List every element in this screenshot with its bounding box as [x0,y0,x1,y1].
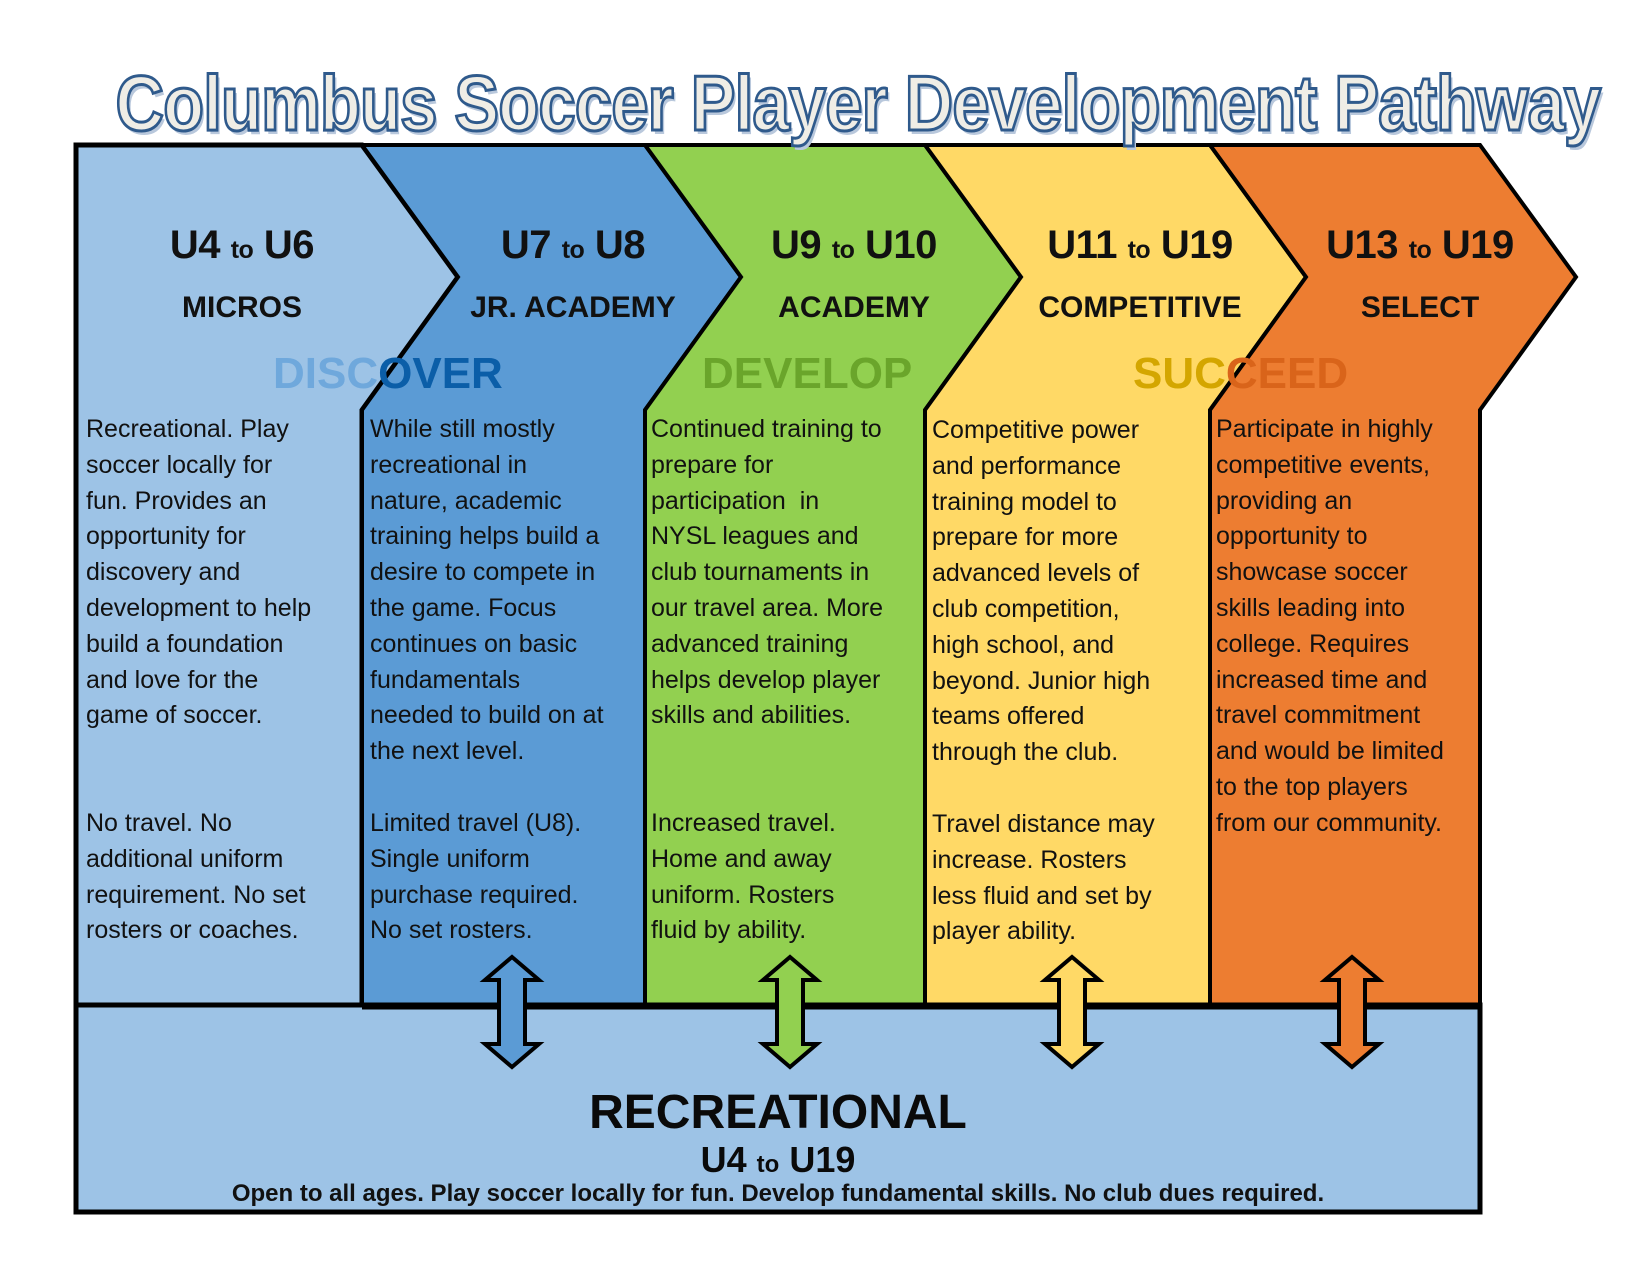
age-from: U13 [1326,223,1399,267]
age-to-word: to [230,236,254,264]
stage-travel-micros: No travel. No additional uniform require… [86,809,306,945]
stage-description-micros: Recreational. Play soccer locally for fu… [86,415,312,730]
stage-age-range: U4 to U6 [142,222,342,273]
stage-name: ACADEMY [778,291,930,324]
recreational-age-range: U4 to U19 [76,1140,1480,1185]
age-to: U19 [1160,223,1233,267]
double-arrow-shape [479,954,545,1070]
phase-label-develop: DEVELOP [702,349,912,399]
phase-label-succeed: SUCCEED [1133,349,1348,399]
stage-header-micros: U4 to U6 MICROS [142,222,342,325]
age-to-word: to [561,236,585,264]
age-to-word: to [1408,236,1432,264]
double-arrow-shape [1319,954,1385,1070]
age-to-word: to [1127,236,1151,264]
stage-age-range: U11 to U19 [1020,222,1260,273]
recreational-description: Open to all ages. Play soccer locally fo… [231,1180,1325,1207]
phase-word-part: CEED [1225,349,1349,398]
stage-header-academy: U9 to U10 ACADEMY [744,222,964,325]
age-to: U8 [594,223,646,267]
phase-label-discover: DISCOVER [273,349,503,399]
stage-header-select: U13 to U19 SELECT [1310,222,1530,325]
phase-word-part: OVER [378,349,503,398]
stage-age-range: U9 to U10 [744,222,964,273]
age-to: U19 [1441,223,1514,267]
age-to: U6 [263,223,315,267]
stage-description-jr-academy: While still mostly recreational in natur… [370,415,604,766]
stage-name: MICROS [182,291,302,324]
stage-age-range: U7 to U8 [458,222,688,273]
age-from: U11 [1047,223,1117,267]
age-to-word: to [756,1151,780,1178]
stage-description-competitive: Competitive power and performance traini… [932,416,1151,767]
page-title: Columbus Soccer Player Development Pathw… [114,58,1602,149]
age-to-word: to [831,236,855,264]
phase-word-part: DEVELOP [702,349,913,398]
double-arrow-icon [757,954,823,1070]
double-arrow-icon [1319,954,1385,1070]
age-from: U4 [169,223,221,267]
double-arrow-shape [1039,954,1105,1070]
recreational-title: RECREATIONAL [589,1086,967,1139]
age-from: U7 [500,223,552,267]
stage-description-select: Participate in highly competitive events… [1216,415,1444,837]
stage-travel-jr-academy: Limited travel (U8). Single uniform purc… [370,809,582,945]
stage-travel-academy: Increased travel. Home and away uniform.… [651,809,836,945]
stage-name: SELECT [1360,291,1480,324]
age-to: U10 [865,223,937,267]
stage-age-range: U13 to U19 [1310,222,1530,273]
stage-header-jr-academy: U7 to U8 JR. ACADEMY [458,222,688,325]
stage-travel-competitive: Travel distance may increase. Rosters le… [932,810,1155,946]
double-arrow-icon [1039,954,1105,1070]
age-from: U9 [771,223,822,267]
double-arrow-icon [479,954,545,1070]
stage-name: JR. ACADEMY [470,291,676,324]
stage-header-competitive: U11 to U19 COMPETITIVE [1020,222,1260,325]
age-to: U19 [789,1139,856,1180]
stage-description-academy: Continued training to prepare for partic… [651,415,884,730]
double-arrow-shape [757,954,823,1070]
phase-word-part: DISC [273,349,379,398]
stage-name: COMPETITIVE [1038,291,1242,324]
age-from: U4 [700,1139,747,1180]
phase-word-part: SUC [1133,349,1226,398]
